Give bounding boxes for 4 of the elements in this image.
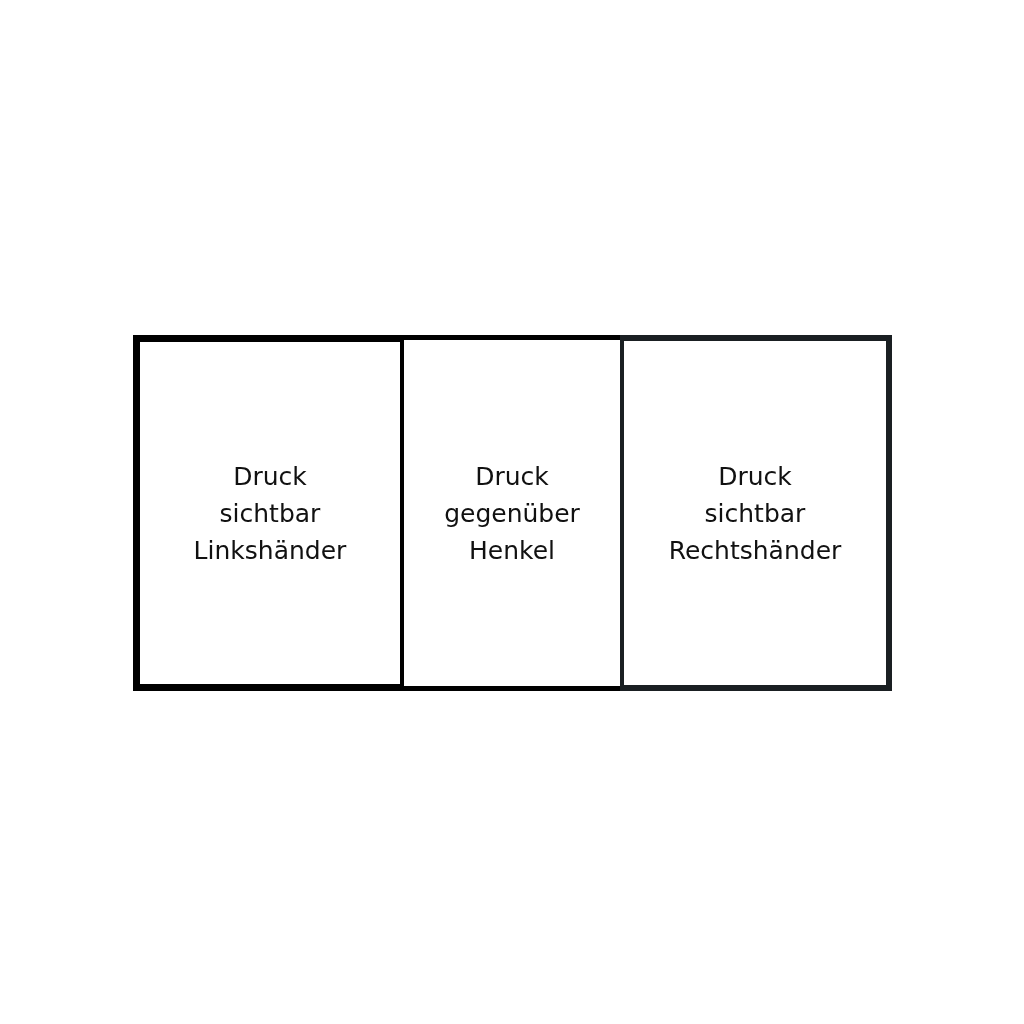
box-label: Druck sichtbar Rechtshänder	[668, 460, 842, 567]
box-label: Druck sichtbar Linkshänder	[193, 460, 347, 567]
box-label: Druck gegenüber Henkel	[444, 460, 580, 567]
text-box	[620, 335, 892, 691]
